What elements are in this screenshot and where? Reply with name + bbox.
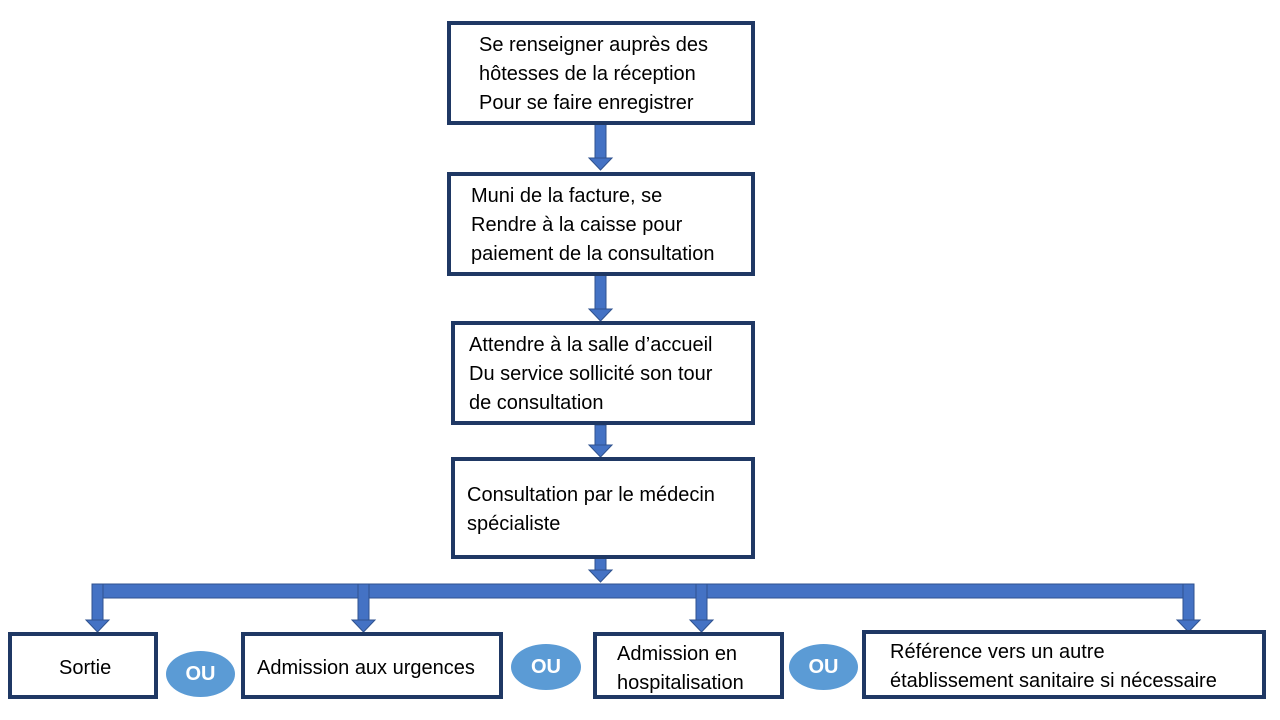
arrow-step2-to-step3 bbox=[587, 274, 614, 322]
arrow-step4-to-branch bbox=[587, 557, 614, 583]
outcome-hospitalisation-line-2: hospitalisation bbox=[617, 672, 744, 694]
step3-line-1: Attendre à la salle d’accueil bbox=[469, 334, 713, 356]
step1-line-2: hôtesses de la réception bbox=[479, 63, 696, 85]
arrow-step3-to-step4 bbox=[587, 424, 614, 458]
step4-line-2: spécialiste bbox=[467, 513, 561, 535]
or-badge-3: OU bbox=[789, 644, 858, 690]
step4-line-1: Consultation par le médecin bbox=[467, 484, 715, 506]
step3-line-2: Du service sollicité son tour bbox=[469, 363, 713, 385]
step2-line-1: Muni de la facture, se bbox=[471, 185, 663, 207]
outcome-box-reference: Référence vers un autre établissement sa… bbox=[862, 630, 1266, 699]
step-box-payment: Muni de la facture, se Rendre à la caiss… bbox=[447, 172, 755, 276]
step3-line-3: de consultation bbox=[469, 392, 604, 414]
step1-line-3: Pour se faire enregistrer bbox=[479, 92, 694, 114]
outcome-sortie-label: Sortie bbox=[59, 657, 112, 679]
arrow-step1-to-step2 bbox=[587, 123, 614, 171]
outcome-box-sortie: Sortie bbox=[8, 632, 158, 699]
outcome-urgences-label: Admission aux urgences bbox=[257, 657, 475, 679]
step2-line-2: Rendre à la caisse pour bbox=[471, 214, 683, 236]
outcome-box-urgences: Admission aux urgences bbox=[241, 632, 503, 699]
outcome-reference-line-2: établissement sanitaire si nécessaire bbox=[890, 670, 1217, 692]
arrow-to-urgences bbox=[350, 583, 377, 633]
step-box-register: Se renseigner auprès des hôtesses de la … bbox=[447, 21, 755, 125]
outcome-box-hospitalisation: Admission en hospitalisation bbox=[593, 632, 784, 699]
branch-bar bbox=[91, 583, 1195, 599]
arrow-to-sortie bbox=[84, 583, 111, 633]
step-box-consultation: Consultation par le médecin spécialiste bbox=[451, 457, 755, 559]
arrow-to-hospitalisation bbox=[688, 583, 715, 633]
outcome-reference-line-1: Référence vers un autre bbox=[890, 641, 1105, 663]
step-box-waiting-room: Attendre à la salle d’accueil Du service… bbox=[451, 321, 755, 425]
or-badge-2: OU bbox=[511, 644, 581, 690]
outcome-hospitalisation-line-1: Admission en bbox=[617, 643, 738, 665]
step1-line-1: Se renseigner auprès des bbox=[479, 34, 709, 56]
arrow-to-reference bbox=[1175, 583, 1202, 633]
or-badge-1: OU bbox=[166, 651, 235, 697]
step2-line-3: paiement de la consultation bbox=[471, 243, 715, 265]
